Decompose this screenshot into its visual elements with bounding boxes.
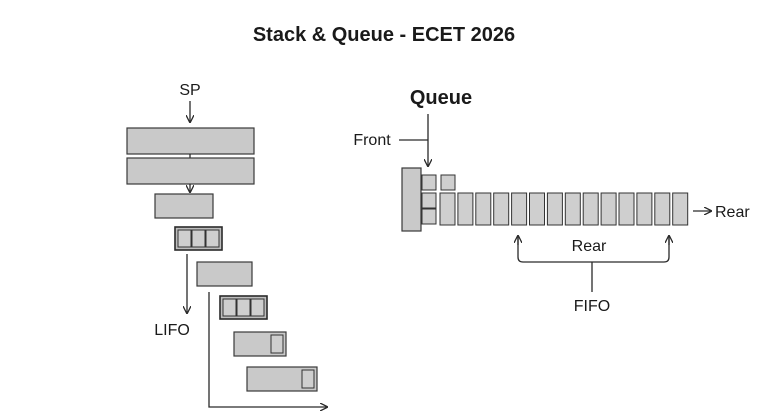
queue-cell [439, 192, 456, 226]
diagram-title: Stack & Queue - ECET 2026 [252, 24, 516, 46]
queue-front-cell [421, 208, 437, 225]
queue-cell [457, 192, 474, 226]
queue-front-cell [421, 192, 437, 209]
queue-cell [546, 192, 563, 226]
lifo-label: LIFO [154, 322, 190, 339]
queue-front-cell [421, 174, 437, 191]
queue-cell [672, 192, 689, 226]
stack-slot [246, 366, 318, 392]
rear-brace [517, 238, 670, 263]
queue-front-cell [440, 174, 456, 191]
stack-base-arrow [208, 292, 327, 407]
stack-slot [196, 261, 253, 287]
queue-cell [582, 192, 599, 226]
queue-cell [511, 192, 528, 226]
queue-cell [529, 192, 545, 226]
queue-cell [564, 192, 581, 226]
queue-cell [493, 192, 510, 226]
queue-cell [618, 192, 635, 226]
stack-slot [233, 331, 287, 357]
stack-slot [126, 127, 255, 155]
stack-slot [126, 157, 255, 185]
stack-cell-block [174, 226, 223, 251]
queue-cell [654, 192, 671, 226]
queue-heading: Queue [410, 87, 472, 109]
rear-brace-label: Rear [572, 238, 607, 255]
queue-group: Queue Front Rear Rear FIFO [353, 87, 750, 315]
rear-end-label: Rear [715, 204, 750, 221]
queue-front-block [401, 167, 422, 232]
stack-pointer-label: SP [179, 82, 200, 99]
queue-cell [600, 192, 617, 226]
stack-group: SP LIFO [126, 82, 327, 407]
front-label: Front [353, 132, 391, 149]
queue-cells [439, 192, 689, 226]
fifo-label: FIFO [574, 298, 610, 315]
queue-cell [475, 192, 492, 226]
stack-cell-block [219, 295, 268, 320]
stack-slot [154, 193, 214, 219]
queue-cell [636, 192, 653, 226]
